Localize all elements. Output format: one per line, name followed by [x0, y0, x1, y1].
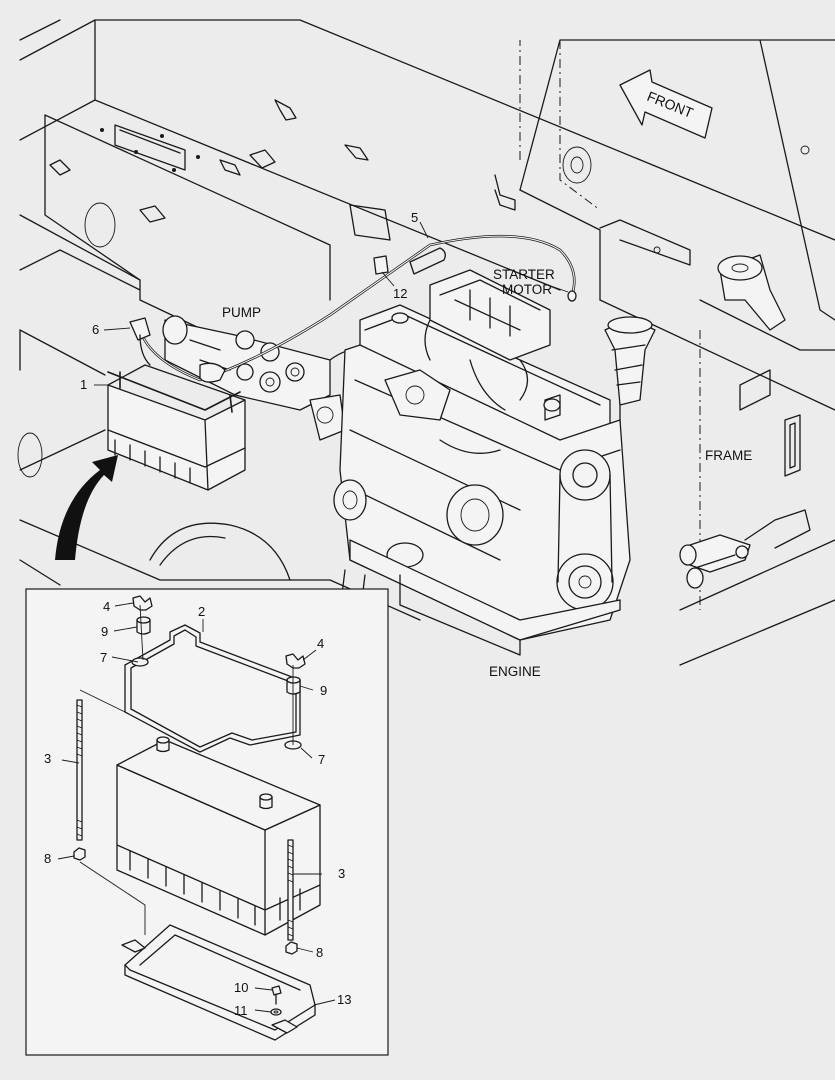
pump-label: PUMP — [222, 305, 261, 320]
detail-inset — [25, 588, 389, 1056]
callout-7b: 7 — [318, 752, 325, 767]
callout-9a: 9 — [101, 624, 108, 639]
frame-label: FRAME — [705, 448, 752, 463]
callout-7a: 7 — [100, 650, 107, 665]
starter-cable — [138, 234, 577, 383]
callout-2: 2 — [198, 604, 205, 619]
callout-4a: 4 — [103, 599, 110, 614]
installed-battery — [107, 317, 246, 491]
callout-10: 10 — [234, 980, 248, 995]
starter-label-line1: STARTER — [493, 267, 555, 282]
callout-5: 5 — [411, 210, 418, 225]
callout-1: 1 — [80, 377, 87, 392]
starter-label-line2: MOTOR — [502, 282, 552, 297]
area-labels: PUMP STARTER MOTOR FRAME ENGINE — [222, 267, 752, 679]
callout-3b: 3 — [338, 866, 345, 881]
callout-9b: 9 — [320, 683, 327, 698]
callout-6: 6 — [92, 322, 99, 337]
callout-leaders — [57, 221, 569, 1013]
callout-13: 13 — [337, 992, 351, 1007]
front-arrow: FRONT — [619, 69, 713, 139]
callout-8b: 8 — [316, 945, 323, 960]
callout-8a: 8 — [44, 851, 51, 866]
engine-label: ENGINE — [489, 664, 541, 679]
detail-arrow — [55, 455, 118, 560]
callout-11: 11 — [234, 1003, 248, 1018]
callout-3a: 3 — [44, 751, 51, 766]
callout-12: 12 — [393, 286, 407, 301]
callout-4b: 4 — [317, 636, 324, 651]
engine — [333, 254, 811, 656]
part-callouts: 1 6 5 12 2 4 9 7 4 9 7 3 8 3 8 10 13 11 — [44, 210, 418, 1018]
